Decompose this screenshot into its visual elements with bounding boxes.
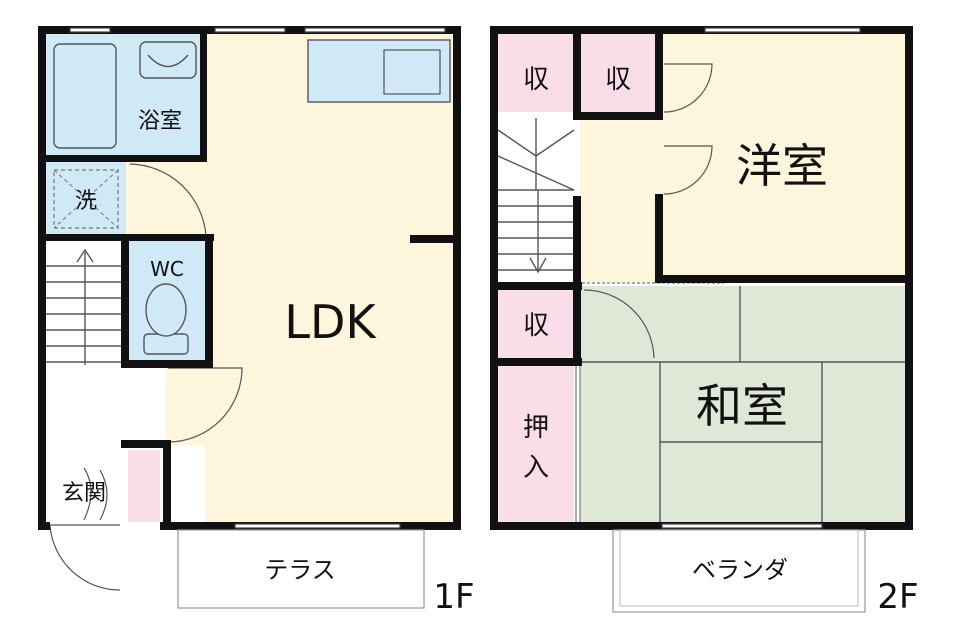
terrace-label: テラス xyxy=(264,556,336,584)
storage-b-label: 収 xyxy=(605,65,631,95)
western-label: 洋室 xyxy=(736,139,828,193)
stairs-2f xyxy=(497,118,575,274)
ldk-floor xyxy=(205,32,453,526)
bathtub xyxy=(53,43,117,149)
japanese-label: 和室 xyxy=(696,379,788,433)
floor1-plan xyxy=(38,26,461,609)
balcony-label: ベランダ xyxy=(692,556,788,584)
washer-space xyxy=(53,169,119,229)
floor1-label: 1F xyxy=(433,577,474,617)
japanese-floor xyxy=(580,286,906,522)
floor2-label: 2F xyxy=(877,577,918,617)
bath-label: 浴室 xyxy=(138,109,182,134)
toilet-bowl xyxy=(145,283,187,337)
floor2-plan xyxy=(490,26,913,613)
toilet-tank xyxy=(143,333,189,355)
washbasin xyxy=(139,41,197,79)
storage-c-floor xyxy=(498,290,578,360)
hall-floor-2f xyxy=(580,120,660,282)
kitchen-sink xyxy=(383,49,441,95)
terrace-outline xyxy=(177,529,425,609)
storage-a-floor xyxy=(498,32,574,112)
wash-label: 洗 xyxy=(75,189,97,214)
closet-floor xyxy=(498,366,574,522)
tatami-lines xyxy=(580,286,906,522)
kitchen-counter xyxy=(307,39,451,103)
shoe-storage xyxy=(128,450,160,522)
closet-label-top: 押 xyxy=(523,413,549,443)
storage-a-label: 収 xyxy=(523,65,549,95)
wash-floor xyxy=(46,162,126,234)
stairs-floor-1f xyxy=(46,240,122,365)
closet-label-bottom: 入 xyxy=(523,453,549,483)
wc-label: WC xyxy=(150,257,184,281)
storage-b-floor xyxy=(580,32,656,112)
storage-c-label: 収 xyxy=(523,311,549,341)
stairs-1f xyxy=(46,248,122,365)
entrance-label: 玄関 xyxy=(62,481,106,506)
western-floor xyxy=(660,32,906,282)
wash-hall-floor xyxy=(126,162,206,234)
ldk-label: LDK xyxy=(284,295,377,349)
